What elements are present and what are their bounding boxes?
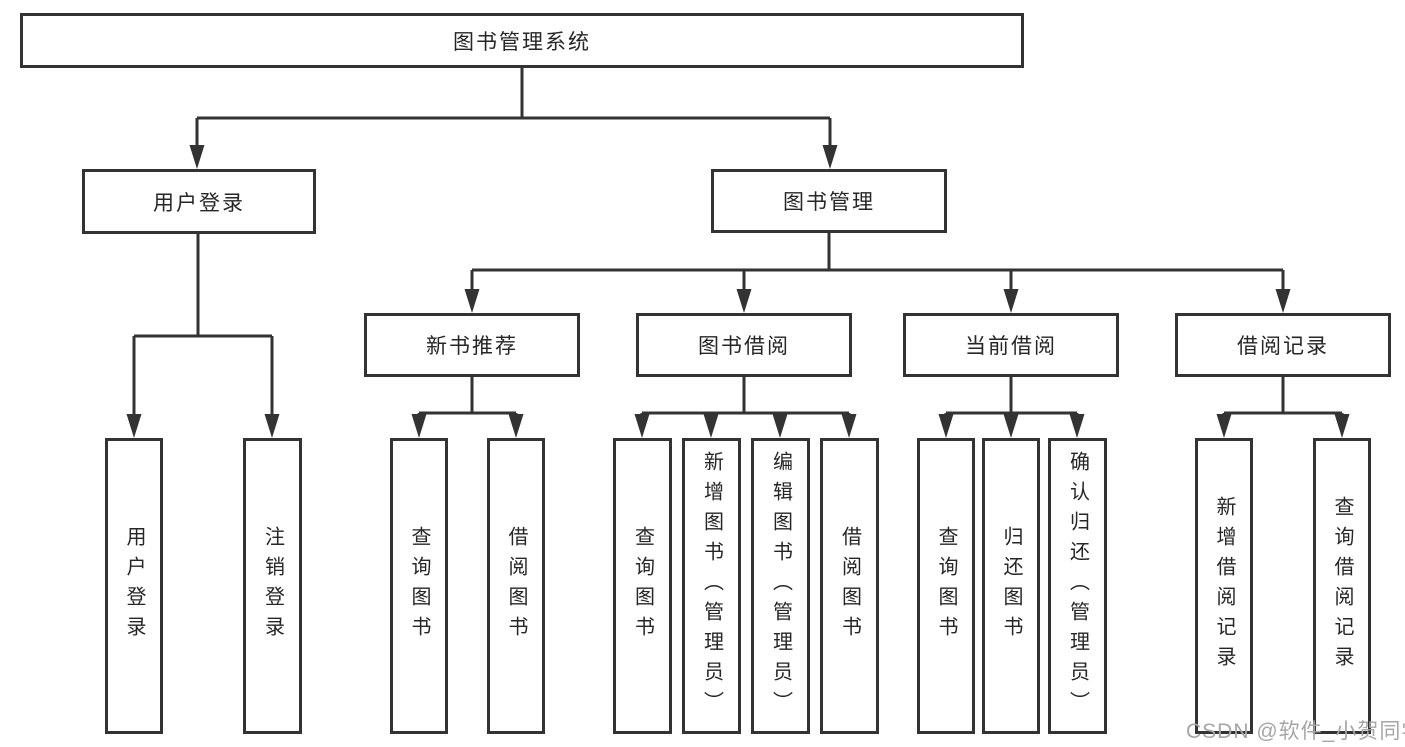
leaf-cb-confirm-return-admin: 确认归还（管理员）	[1048, 438, 1107, 734]
connector-currentborrow-to-leaves	[944, 376, 1079, 417]
connector-bookborrow-to-leaves	[640, 376, 851, 417]
csdn-watermark: CSDN @软件_小贺同学	[1186, 720, 1405, 743]
leaf-br-query-record: 查询借阅记录	[1313, 438, 1371, 734]
leaf-label: 确认归还（管理员）	[1066, 451, 1089, 721]
leaf-label: 编辑图书（管理员）	[769, 451, 792, 721]
leaf-logout: 注销登录	[243, 438, 302, 734]
connector-newbooks-to-leaves	[417, 376, 518, 417]
connector-root-to-level2	[195, 66, 832, 148]
node-user-login: 用户登录	[82, 169, 316, 234]
node-book-borrowing: 图书借阅	[636, 313, 852, 377]
leaf-label: 查询借阅记录	[1331, 496, 1353, 676]
leaf-label: 查询图书	[935, 526, 957, 646]
leaf-label: 归还图书	[1000, 526, 1022, 646]
node-new-book-recommend: 新书推荐	[364, 313, 580, 377]
leaf-label: 查询图书	[408, 526, 430, 646]
leaf-bb-edit-books-admin: 编辑图书（管理员）	[751, 438, 810, 734]
leaf-bb-add-books-admin: 新增图书（管理员）	[682, 438, 741, 734]
connector-borrowrecords-to-leaves	[1222, 376, 1344, 417]
leaf-label: 新增借阅记录	[1213, 496, 1235, 676]
leaf-label: 借阅图书	[505, 526, 527, 646]
leaf-user-login: 用户登录	[105, 438, 163, 734]
node-root-system: 图书管理系统	[20, 13, 1024, 68]
leaf-label: 用户登录	[123, 526, 145, 646]
leaf-label: 查询图书	[631, 526, 654, 646]
node-borrow-records: 借阅记录	[1175, 313, 1391, 377]
node-book-management: 图书管理	[711, 169, 947, 233]
leaf-bb-borrow-books: 借阅图书	[820, 438, 879, 734]
leaf-br-add-record: 新增借阅记录	[1195, 438, 1253, 734]
leaf-cb-query-books: 查询图书	[917, 438, 975, 734]
leaf-nb-borrow-books: 借阅图书	[487, 438, 545, 734]
leaf-label: 注销登录	[261, 526, 284, 646]
connector-bookmgmt-to-level3	[470, 231, 1285, 292]
leaf-cb-return-books: 归还图书	[982, 438, 1040, 734]
leaf-nb-query-books: 查询图书	[390, 438, 448, 734]
node-current-borrowing: 当前借阅	[903, 313, 1119, 377]
leaf-label: 借阅图书	[838, 526, 861, 646]
connector-userlogin-to-leaves	[132, 234, 274, 417]
leaf-label: 新增图书（管理员）	[700, 451, 723, 721]
leaf-bb-query-books: 查询图书	[613, 438, 672, 734]
